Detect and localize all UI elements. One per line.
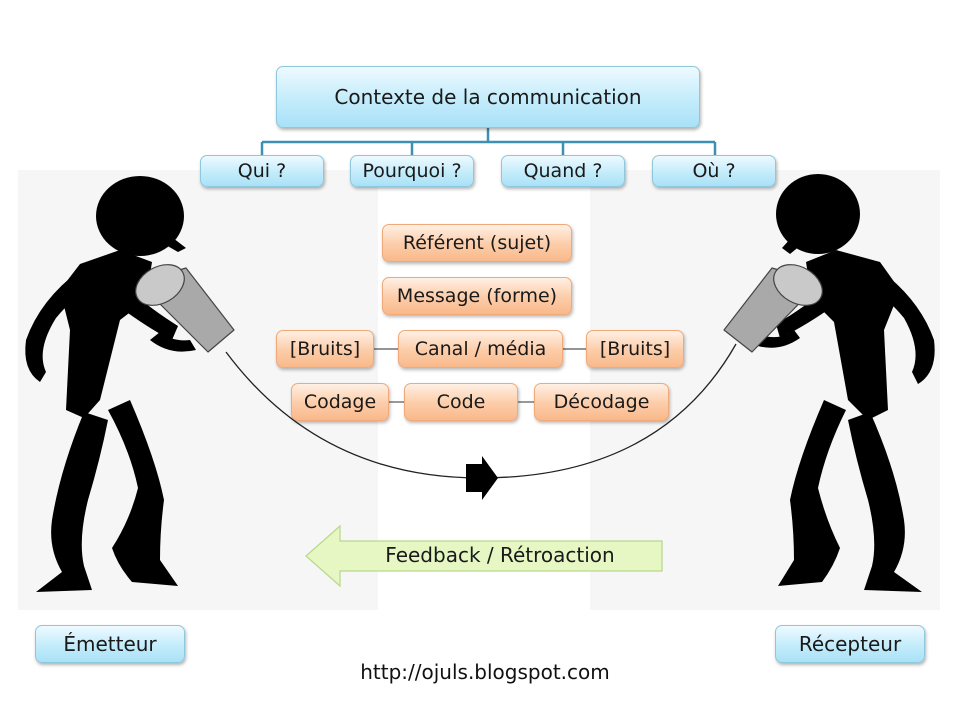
question-box-pourquoi: Pourquoi ? <box>350 155 474 187</box>
receiver-label: Récepteur <box>798 632 902 656</box>
receiver-box: Récepteur <box>775 625 925 663</box>
noise-right-box: [Bruits] <box>586 330 684 368</box>
encoding-label: Codage <box>303 391 377 413</box>
receiver-figure <box>723 174 935 592</box>
decoding-label: Décodage <box>553 391 650 413</box>
question-label: Qui ? <box>237 160 287 182</box>
context-title: Contexte de la communication <box>334 85 642 109</box>
context-connectors <box>260 128 717 155</box>
feedback-label: Feedback / Rétroaction <box>385 543 615 567</box>
noise-label: [Bruits] <box>599 338 671 360</box>
code-label: Code <box>436 391 486 413</box>
sender-can <box>135 264 235 353</box>
question-box-qui: Qui ? <box>200 155 324 187</box>
sender-box: Émetteur <box>35 625 185 663</box>
channel-label: Canal / média <box>414 338 547 360</box>
element-connectors <box>374 348 586 403</box>
question-label: Où ? <box>692 160 736 182</box>
noise-left-box: [Bruits] <box>276 330 374 368</box>
feedback-arrow-icon <box>305 524 663 588</box>
decoding-box: Décodage <box>534 383 669 421</box>
question-box-quand: Quand ? <box>501 155 625 187</box>
code-box: Code <box>404 383 518 421</box>
direction-arrow-icon <box>466 456 498 500</box>
receiver-can <box>723 264 823 353</box>
channel-box: Canal / média <box>398 330 563 368</box>
referent-label: Référent (sujet) <box>402 232 552 254</box>
noise-label: [Bruits] <box>289 338 361 360</box>
referent-box: Référent (sujet) <box>382 224 572 262</box>
sender-figure <box>25 176 235 592</box>
sender-label: Émetteur <box>63 632 157 656</box>
message-box: Message (forme) <box>382 277 572 315</box>
encoding-box: Codage <box>291 383 389 421</box>
question-label: Quand ? <box>523 160 603 182</box>
question-box-ou: Où ? <box>652 155 776 187</box>
message-label: Message (forme) <box>396 285 558 307</box>
context-title-box: Contexte de la communication <box>276 66 700 128</box>
question-label: Pourquoi ? <box>362 160 462 182</box>
source-url: http://ojuls.blogspot.com <box>360 660 610 684</box>
